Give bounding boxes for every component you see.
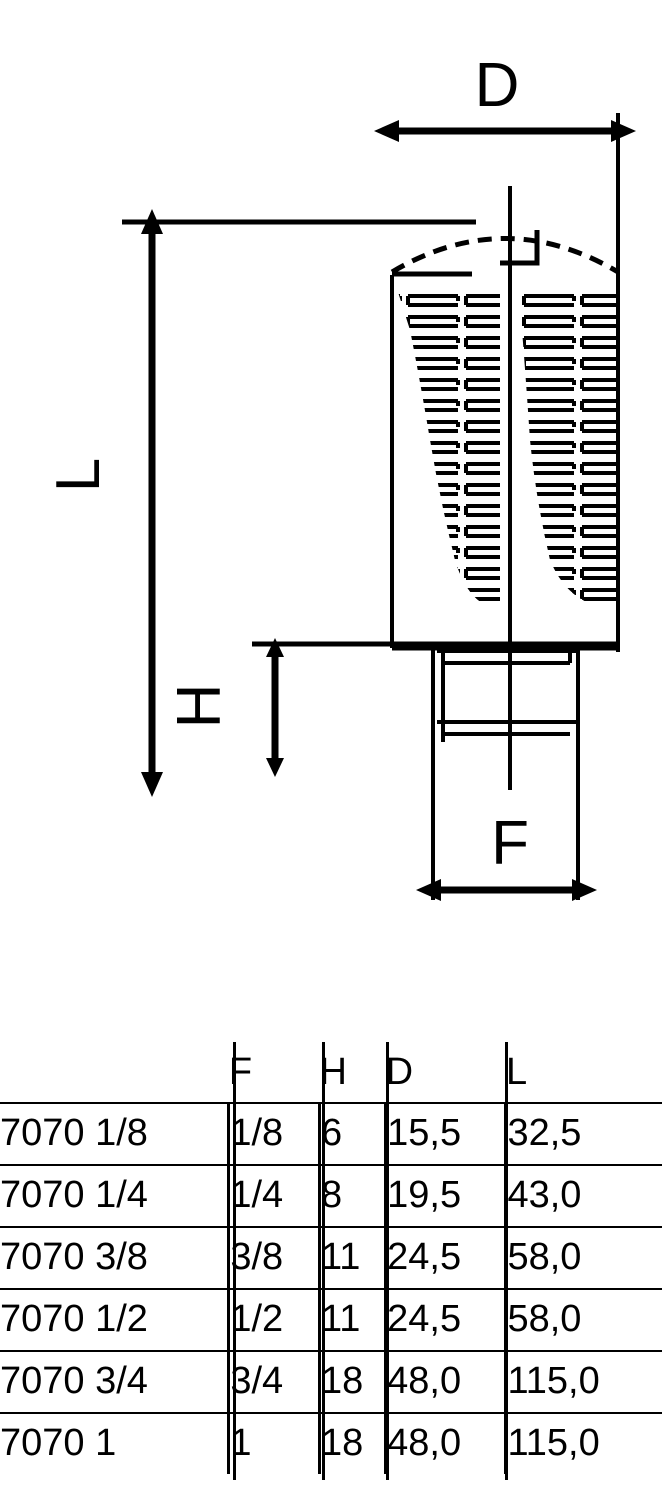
- cell-h: 6: [317, 1102, 386, 1165]
- technical-drawing: D L H: [44, 51, 636, 901]
- d-dimension-label: D: [475, 51, 520, 120]
- header-h: H: [319, 1051, 347, 1093]
- cell-h: 18: [317, 1412, 386, 1474]
- cell-l: 58,0: [504, 1226, 662, 1289]
- h-dimension-label: H: [165, 684, 234, 729]
- cell-model: 7070 1/4: [0, 1164, 229, 1227]
- l-dimension-label: L: [44, 458, 113, 492]
- f-dimension-label: F: [491, 809, 529, 878]
- f-dimension: F: [416, 809, 597, 901]
- table-row: 7070 1/8 1/8 6 15,5 32,5: [0, 1102, 662, 1165]
- filter-body: [390, 236, 620, 651]
- cell-f: 3/8: [227, 1226, 320, 1289]
- cell-d: 19,5: [384, 1164, 506, 1227]
- header-model: [0, 1042, 229, 1103]
- cell-h: 11: [317, 1226, 386, 1289]
- table-row: 7070 1/2 1/2 11 24,5 58,0: [0, 1288, 662, 1351]
- cell-h: 11: [317, 1288, 386, 1351]
- table-header-row: F H D L: [0, 1042, 662, 1103]
- table-vertical-rule-h: [322, 1042, 325, 1480]
- cell-h: 8: [317, 1164, 386, 1227]
- cell-d: 24,5: [384, 1288, 506, 1351]
- table-row: 7070 3/4 3/4 18 48,0 115,0: [0, 1350, 662, 1413]
- table-vertical-rule-f: [233, 1042, 236, 1480]
- cell-model: 7070 1/8: [0, 1102, 229, 1165]
- table-row: 7070 1 1 18 48,0 115,0: [0, 1412, 662, 1474]
- cell-model: 7070 3/4: [0, 1350, 229, 1413]
- d-dimension: D: [374, 51, 636, 142]
- cell-model: 7070 3/8: [0, 1226, 229, 1289]
- axis-right-angle-marker: [500, 230, 540, 266]
- cell-l: 115,0: [504, 1412, 662, 1474]
- threaded-stem: [431, 649, 580, 900]
- cell-d: 15,5: [384, 1102, 506, 1165]
- dimension-table: F H D L 7070 1/8 1/8 6 15,5 32,5 7070 1/…: [0, 1042, 662, 1474]
- drawing-canvas: D L H: [44, 51, 636, 901]
- header-d: D: [385, 1051, 414, 1093]
- cell-model: 7070 1: [0, 1412, 229, 1474]
- cell-f: 1/4: [227, 1164, 320, 1227]
- table-vertical-rule-l: [505, 1042, 508, 1480]
- table-vertical-rule-d: [386, 1042, 389, 1480]
- table-row: 7070 3/8 3/8 11 24,5 58,0: [0, 1226, 662, 1289]
- cell-model: 7070 1/2: [0, 1288, 229, 1351]
- cell-d: 48,0: [384, 1412, 506, 1474]
- table-row: 7070 1/4 1/4 8 19,5 43,0: [0, 1164, 662, 1227]
- cell-l: 32,5: [504, 1102, 662, 1165]
- cell-f: 1/2: [227, 1288, 320, 1351]
- h-dimension: H: [165, 638, 284, 777]
- header-l: L: [505, 1051, 528, 1093]
- cell-d: 24,5: [384, 1226, 506, 1289]
- cell-h: 18: [317, 1350, 386, 1413]
- cell-l: 43,0: [504, 1164, 662, 1227]
- l-dimension: L: [44, 209, 163, 797]
- body-dome-arc: [390, 236, 620, 275]
- cell-l: 58,0: [504, 1288, 662, 1351]
- cell-d: 48,0: [384, 1350, 506, 1413]
- cell-f: 1: [227, 1412, 320, 1474]
- header-f: F: [228, 1051, 253, 1093]
- cell-f: 3/4: [227, 1350, 320, 1413]
- cell-f: 1/8: [227, 1102, 320, 1165]
- cell-l: 115,0: [504, 1350, 662, 1413]
